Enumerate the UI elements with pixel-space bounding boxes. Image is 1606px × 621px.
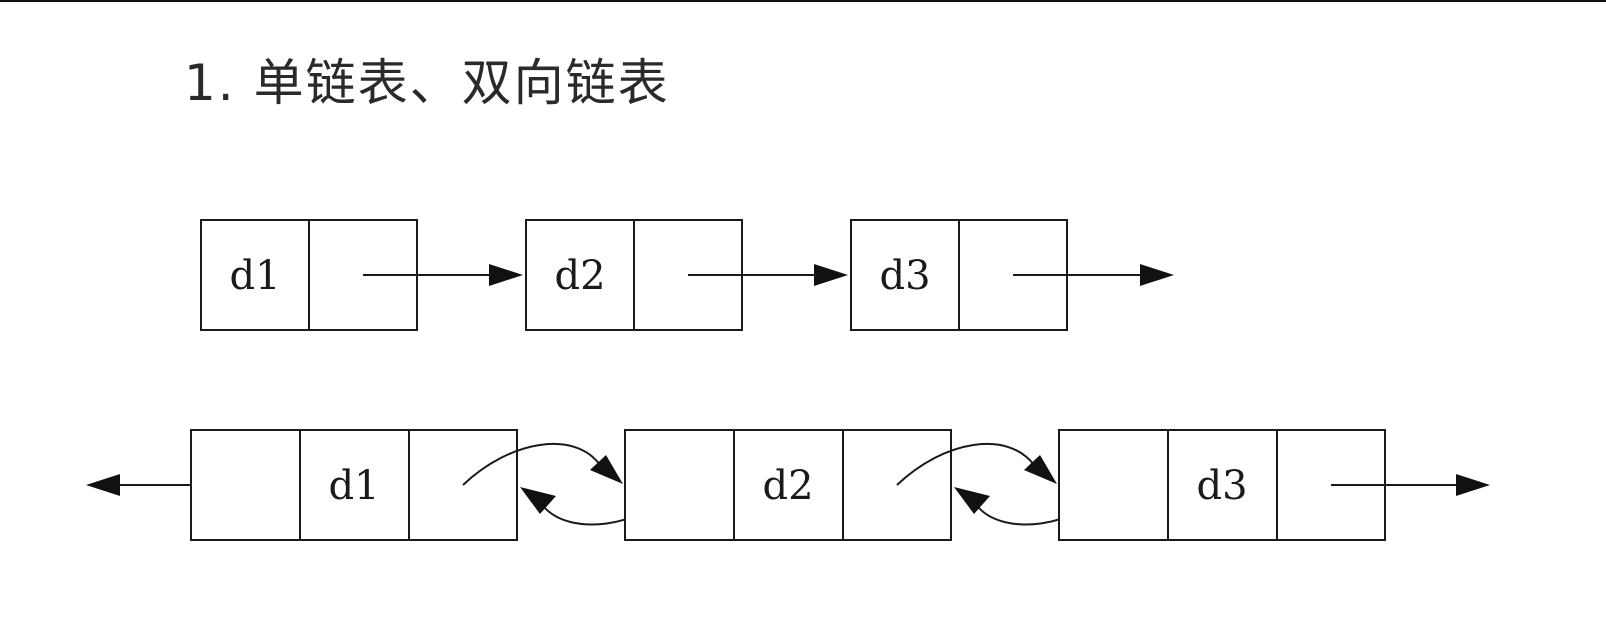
singly-node-1-data-cell bbox=[200, 219, 310, 331]
doubly-node-2-prev-cell bbox=[624, 429, 735, 541]
arrowhead-icon bbox=[590, 455, 623, 484]
doubly-node-1-data-cell bbox=[299, 429, 410, 541]
doubly-node-2: d2 bbox=[624, 429, 952, 541]
singly-node-1-label: d1 bbox=[229, 253, 280, 299]
arrowhead-icon bbox=[86, 474, 120, 496]
singly-node-3-data-cell bbox=[850, 219, 960, 331]
doubly-node-2-label: d2 bbox=[762, 463, 813, 509]
arrowhead-icon bbox=[520, 487, 556, 514]
arrowhead-icon bbox=[489, 264, 523, 286]
next-link-curve bbox=[896, 443, 1035, 486]
doubly-node-1-prev-cell bbox=[190, 429, 301, 541]
arrowhead-icon bbox=[954, 487, 990, 514]
singly-next-arrow-2 bbox=[688, 264, 848, 286]
singly-node-3-label: d3 bbox=[879, 253, 930, 299]
arrowhead-icon bbox=[814, 264, 848, 286]
arrowhead-icon bbox=[1140, 264, 1174, 286]
doubly-tail-next-arrow bbox=[1331, 474, 1490, 496]
singly-node-2-label: d2 bbox=[554, 253, 605, 299]
singly-next-arrow-1 bbox=[363, 264, 523, 286]
doubly-node-3: d3 bbox=[1058, 429, 1386, 541]
next-link-curve bbox=[462, 443, 601, 486]
doubly-node-3-prev-cell bbox=[1058, 429, 1169, 541]
doubly-node-1-label: d1 bbox=[328, 463, 379, 509]
top-border-line bbox=[0, 0, 1606, 2]
doubly-linked-list: d1 d2 d3 bbox=[86, 429, 1490, 541]
diagram-title: 1. 单链表、双向链表 bbox=[184, 54, 670, 112]
singly-linked-list: d1 d2 d3 bbox=[200, 219, 1174, 331]
singly-node-2-data-cell bbox=[525, 219, 635, 331]
singly-tail-arrow bbox=[1013, 264, 1174, 286]
arrowhead-icon bbox=[1024, 455, 1057, 484]
doubly-node-2-data-cell bbox=[733, 429, 844, 541]
doubly-node-3-data-cell bbox=[1167, 429, 1278, 541]
arrowhead-icon bbox=[1456, 474, 1490, 496]
doubly-node-1: d1 bbox=[190, 429, 518, 541]
doubly-node-3-label: d3 bbox=[1196, 463, 1247, 509]
